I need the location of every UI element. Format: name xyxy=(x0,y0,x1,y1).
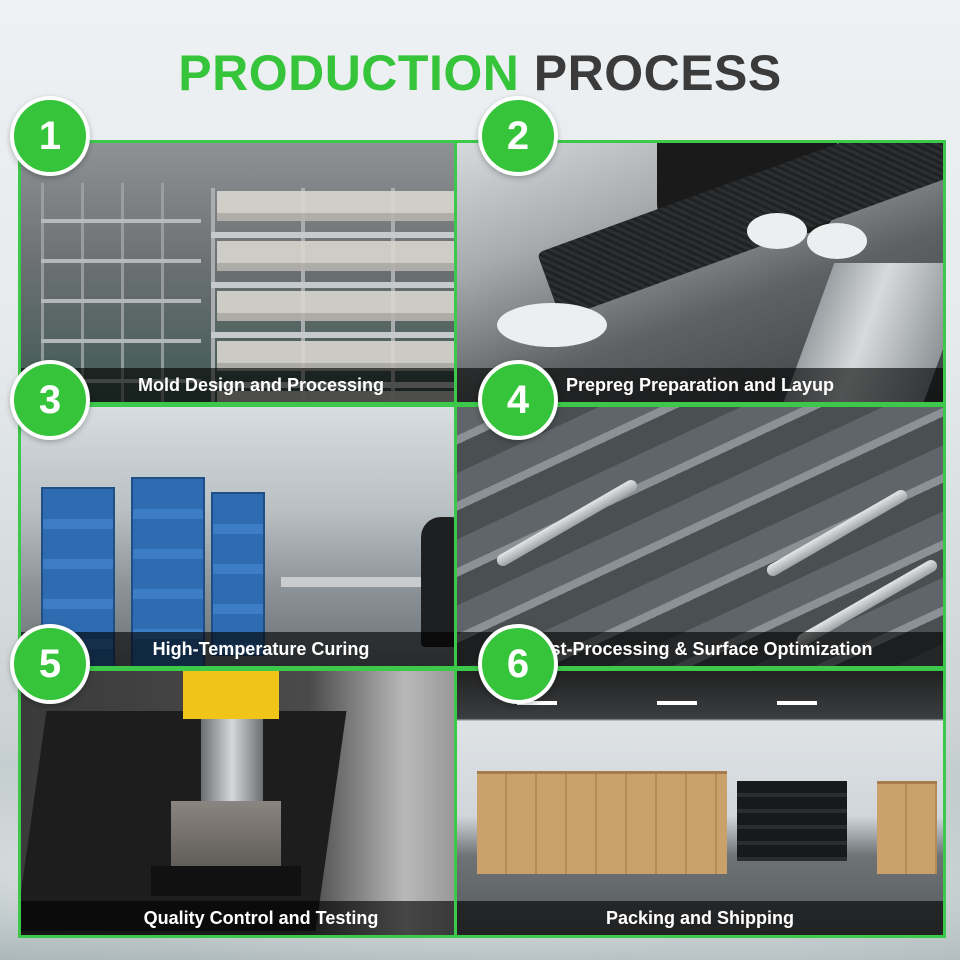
metal-rod xyxy=(764,487,910,579)
page-title: PRODUCTION PROCESS xyxy=(0,44,960,102)
prepreg-layup-photo xyxy=(457,143,943,402)
curing-presses-photo xyxy=(21,407,501,666)
step-number-badge-1: 1 xyxy=(10,96,90,176)
testing-machine-photo xyxy=(21,671,501,935)
step-caption-4: Post-Processing & Surface Optimization xyxy=(457,632,943,666)
sample-clamp xyxy=(171,801,281,871)
metal-blocks xyxy=(217,191,487,402)
gloved-hand xyxy=(747,213,807,249)
step-panel-5: Quality Control and Testing xyxy=(18,668,504,938)
step-caption-3: High-Temperature Curing xyxy=(21,632,501,666)
step-panel-1: Mold Design and Processing xyxy=(18,140,504,405)
step-panel-6: Packing and Shipping xyxy=(454,668,946,938)
carbon-strips-photo xyxy=(457,407,943,666)
ceiling-light xyxy=(517,701,557,705)
ceiling-light xyxy=(657,701,697,705)
mold-shelves-photo xyxy=(21,143,501,402)
step-caption-1: Mold Design and Processing xyxy=(21,368,501,402)
title-part-process: PROCESS xyxy=(533,45,782,101)
step-number-badge-4: 4 xyxy=(478,360,558,440)
gloved-hand xyxy=(497,303,607,347)
step-number-badge-5: 5 xyxy=(10,624,90,704)
machine-label xyxy=(183,671,279,719)
step-number-badge-2: 2 xyxy=(478,96,558,176)
metal-rod xyxy=(494,477,640,569)
step-panel-3: High-Temperature Curing xyxy=(18,404,504,669)
step-caption-5: Quality Control and Testing xyxy=(21,901,501,935)
machine-base xyxy=(151,866,301,896)
carton-stack xyxy=(877,781,937,874)
ceiling-light xyxy=(777,701,817,705)
step-panel-2: Prepreg Preparation and Layup xyxy=(454,140,946,405)
step-panel-4: Post-Processing & Surface Optimization xyxy=(454,404,946,669)
machine-spindle xyxy=(201,719,263,809)
gloved-hand xyxy=(807,223,867,259)
carton-stack xyxy=(477,771,727,874)
step-caption-6: Packing and Shipping xyxy=(457,901,943,935)
step-number-badge-3: 3 xyxy=(10,360,90,440)
warehouse-photo xyxy=(457,671,943,935)
hydraulic-press xyxy=(211,492,265,656)
title-part-production: PRODUCTION xyxy=(178,45,520,101)
wrapped-pallet xyxy=(737,781,847,861)
work-table xyxy=(281,577,461,587)
step-number-badge-6: 6 xyxy=(478,624,558,704)
